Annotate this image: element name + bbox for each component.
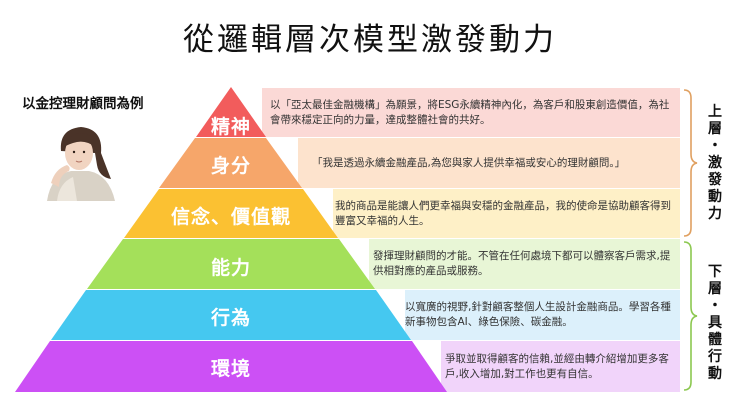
level-label-spirit: 精神 <box>210 116 251 138</box>
page-title: 從邏輯層次模型激發動力 <box>183 22 557 58</box>
panel-environment: 爭取並取得顧客的信賴,並經由轉介紹增加更多客戶,收入增加,對工作也更有自信。 <box>441 341 680 392</box>
panel-capability: 發揮理財顧問的才能。不管在任何處境下都可以體察客戶需求,提供相對應的產品或服務。 <box>369 239 680 289</box>
panel-identity: 「我是透過永續金融產品,為您與家人提供幸福或安心的理財顧問。」 <box>298 138 680 188</box>
upper-group-label: 上 層 ・ 激 發 動 力 <box>708 104 722 222</box>
person-photo-icon <box>37 117 123 201</box>
panel-environment-text: 爭取並取得顧客的信賴,並經由轉介紹增加更多客戶,收入增加,對工作也更有自信。 <box>445 352 669 380</box>
pyramid-band-capability <box>87 239 375 289</box>
pyramid-band-beliefs <box>124 189 338 238</box>
panel-spirit-text: 以「亞太最佳金融機構」為願景，將ESG永續精神內化，為客戶和股東創造價值，為社會… <box>270 98 670 126</box>
level-label-beliefs: 信念、價值觀 <box>170 206 291 228</box>
level-label-capability: 能力 <box>210 257 251 279</box>
lower-group-label: 下 層 ・ 具 體 行 動 <box>708 264 722 382</box>
level-label-behavior: 行為 <box>210 307 251 329</box>
pyramid-band-behavior <box>51 290 411 340</box>
panel-behavior: 以寬廣的視野,針對顧客整個人生設計金融商品。學習各種新事物包含AI、綠色保險、碳… <box>405 290 680 340</box>
pyramid-band-identity <box>159 138 302 188</box>
panel-capability-text: 發揮理財顧問的才能。不管在任何處境下都可以體察客戶需求,提供相對應的產品或服務。 <box>373 250 671 277</box>
panel-behavior-text: 以寬廣的視野,針對顧客整個人生設計金融商品。學習各種新事物包含AI、綠色保險、碳… <box>405 301 671 328</box>
example-subtitle: 以金控理財顧問為例 <box>22 96 144 112</box>
panel-beliefs: 我的商品是能讓人們更幸福與安穩的金融產品，我的使命是協助顧客得到豐富又幸福的人生… <box>333 189 680 238</box>
upper-brace-icon <box>683 89 698 237</box>
level-label-environment: 環境 <box>210 358 251 380</box>
pyramid-band-environment <box>15 341 447 392</box>
panel-spirit: 以「亞太最佳金融機構」為願景，將ESG永續精神內化，為客戶和股東創造價值，為社會… <box>262 88 680 137</box>
level-label-identity: 身分 <box>210 155 251 177</box>
panel-identity-text: 「我是透過永續金融產品,為您與家人提供幸福或安心的理財顧問。」 <box>312 156 626 169</box>
pyramid-band-spirit <box>196 87 266 137</box>
panel-beliefs-text: 我的商品是能讓人們更幸福與安穩的金融產品，我的使命是協助顧客得到豐富又幸福的人生… <box>335 199 671 227</box>
lower-brace-icon <box>683 241 698 391</box>
